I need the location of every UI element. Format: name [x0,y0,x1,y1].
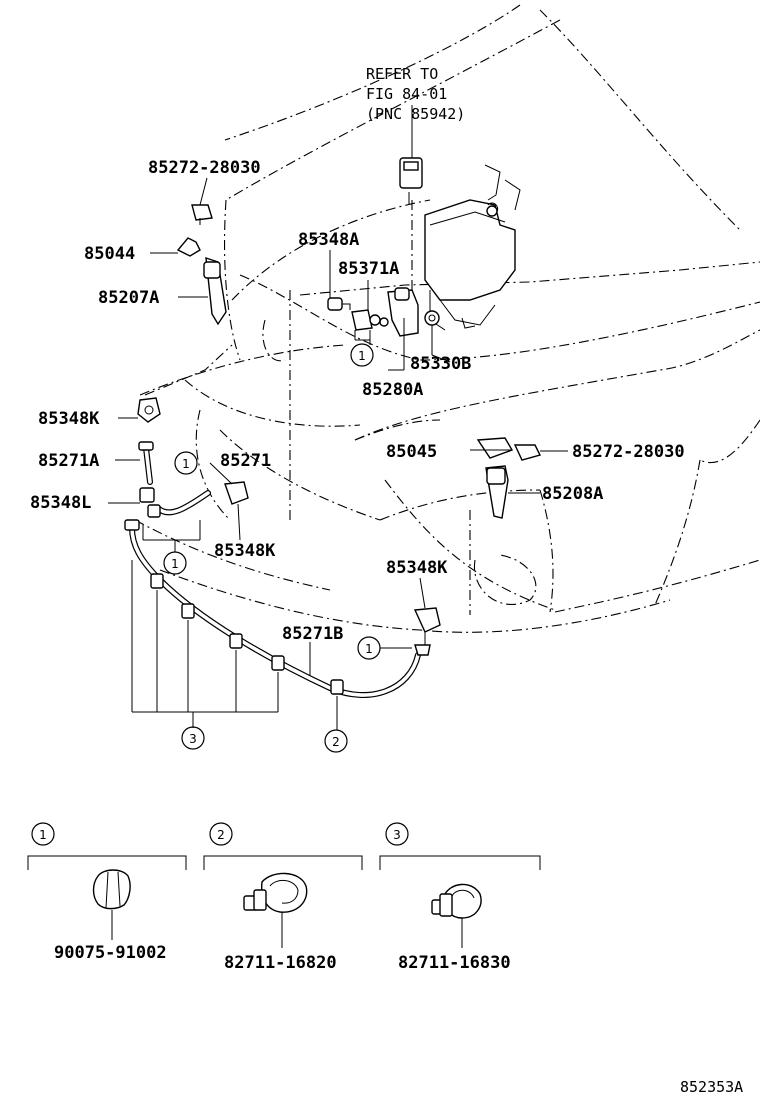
label-85044: 85044 [84,244,135,264]
legend-3-part: 82711-16830 [398,953,511,973]
label-85371A: 85371A [338,259,399,279]
washer-pump [327,287,440,337]
figure-id: 852353A [680,1078,743,1096]
part-labels: REFER TO FIG 84-01 (PNC 85942) 85272-280… [30,65,685,644]
leader-lines [329,250,451,371]
label-85348K-mid: 85348K [214,541,276,561]
callout-2-clamp: 2 [332,735,340,749]
label-85348A: 85348A [298,230,359,250]
label-85271: 85271 [220,451,271,471]
label-85045: 85045 [386,442,437,462]
left-hose-assembly [108,397,249,552]
label-85272-28030-top: 85272-28030 [148,158,261,178]
callout-1-pump: 1 [358,349,366,363]
vehicle-body-outline [134,4,760,633]
label-85348K-right: 85348K [386,558,448,578]
label-85207A: 85207A [98,288,159,308]
right-washer-nozzle [470,437,568,519]
left-washer-nozzle [150,177,227,326]
refer-note-line2: FIG 84-01 [366,85,447,103]
washer-motor-connector [399,105,423,205]
label-85348K-left: 85348K [38,409,100,429]
label-85280A: 85280A [362,380,423,400]
legend-3-number: 3 [393,828,401,842]
legend-2-number: 2 [217,828,225,842]
label-85208A: 85208A [542,484,603,504]
refer-note-line1: REFER TO [366,65,438,83]
callout-1-hose-b: 1 [365,642,373,656]
callout-1-tee: 1 [171,557,179,571]
double-clamp-icon [431,883,482,919]
callout-1-hose-a: 1 [182,457,190,471]
legend-1-part: 90075-91002 [54,943,167,963]
grommet-icon [92,869,131,910]
label-85271B: 85271B [282,624,343,644]
refer-note-line3: (PNC 85942) [366,105,465,123]
washer-tank [424,164,521,331]
legend-2-part: 82711-16820 [224,953,337,973]
label-85348L: 85348L [30,493,91,513]
legend-1-number: 1 [39,828,47,842]
label-85330B: 85330B [410,354,471,374]
label-85272-28030-right: 85272-28030 [572,442,685,462]
long-hose-85271B [124,519,441,730]
hose-clamp-icon [243,872,308,913]
label-85271A: 85271A [38,451,99,471]
callout-markers: 1 1 1 1 3 2 [163,343,381,753]
callout-3-clamps: 3 [189,732,197,746]
clip-legend: 1 90075-91002 2 82711-16820 3 [27,822,541,973]
